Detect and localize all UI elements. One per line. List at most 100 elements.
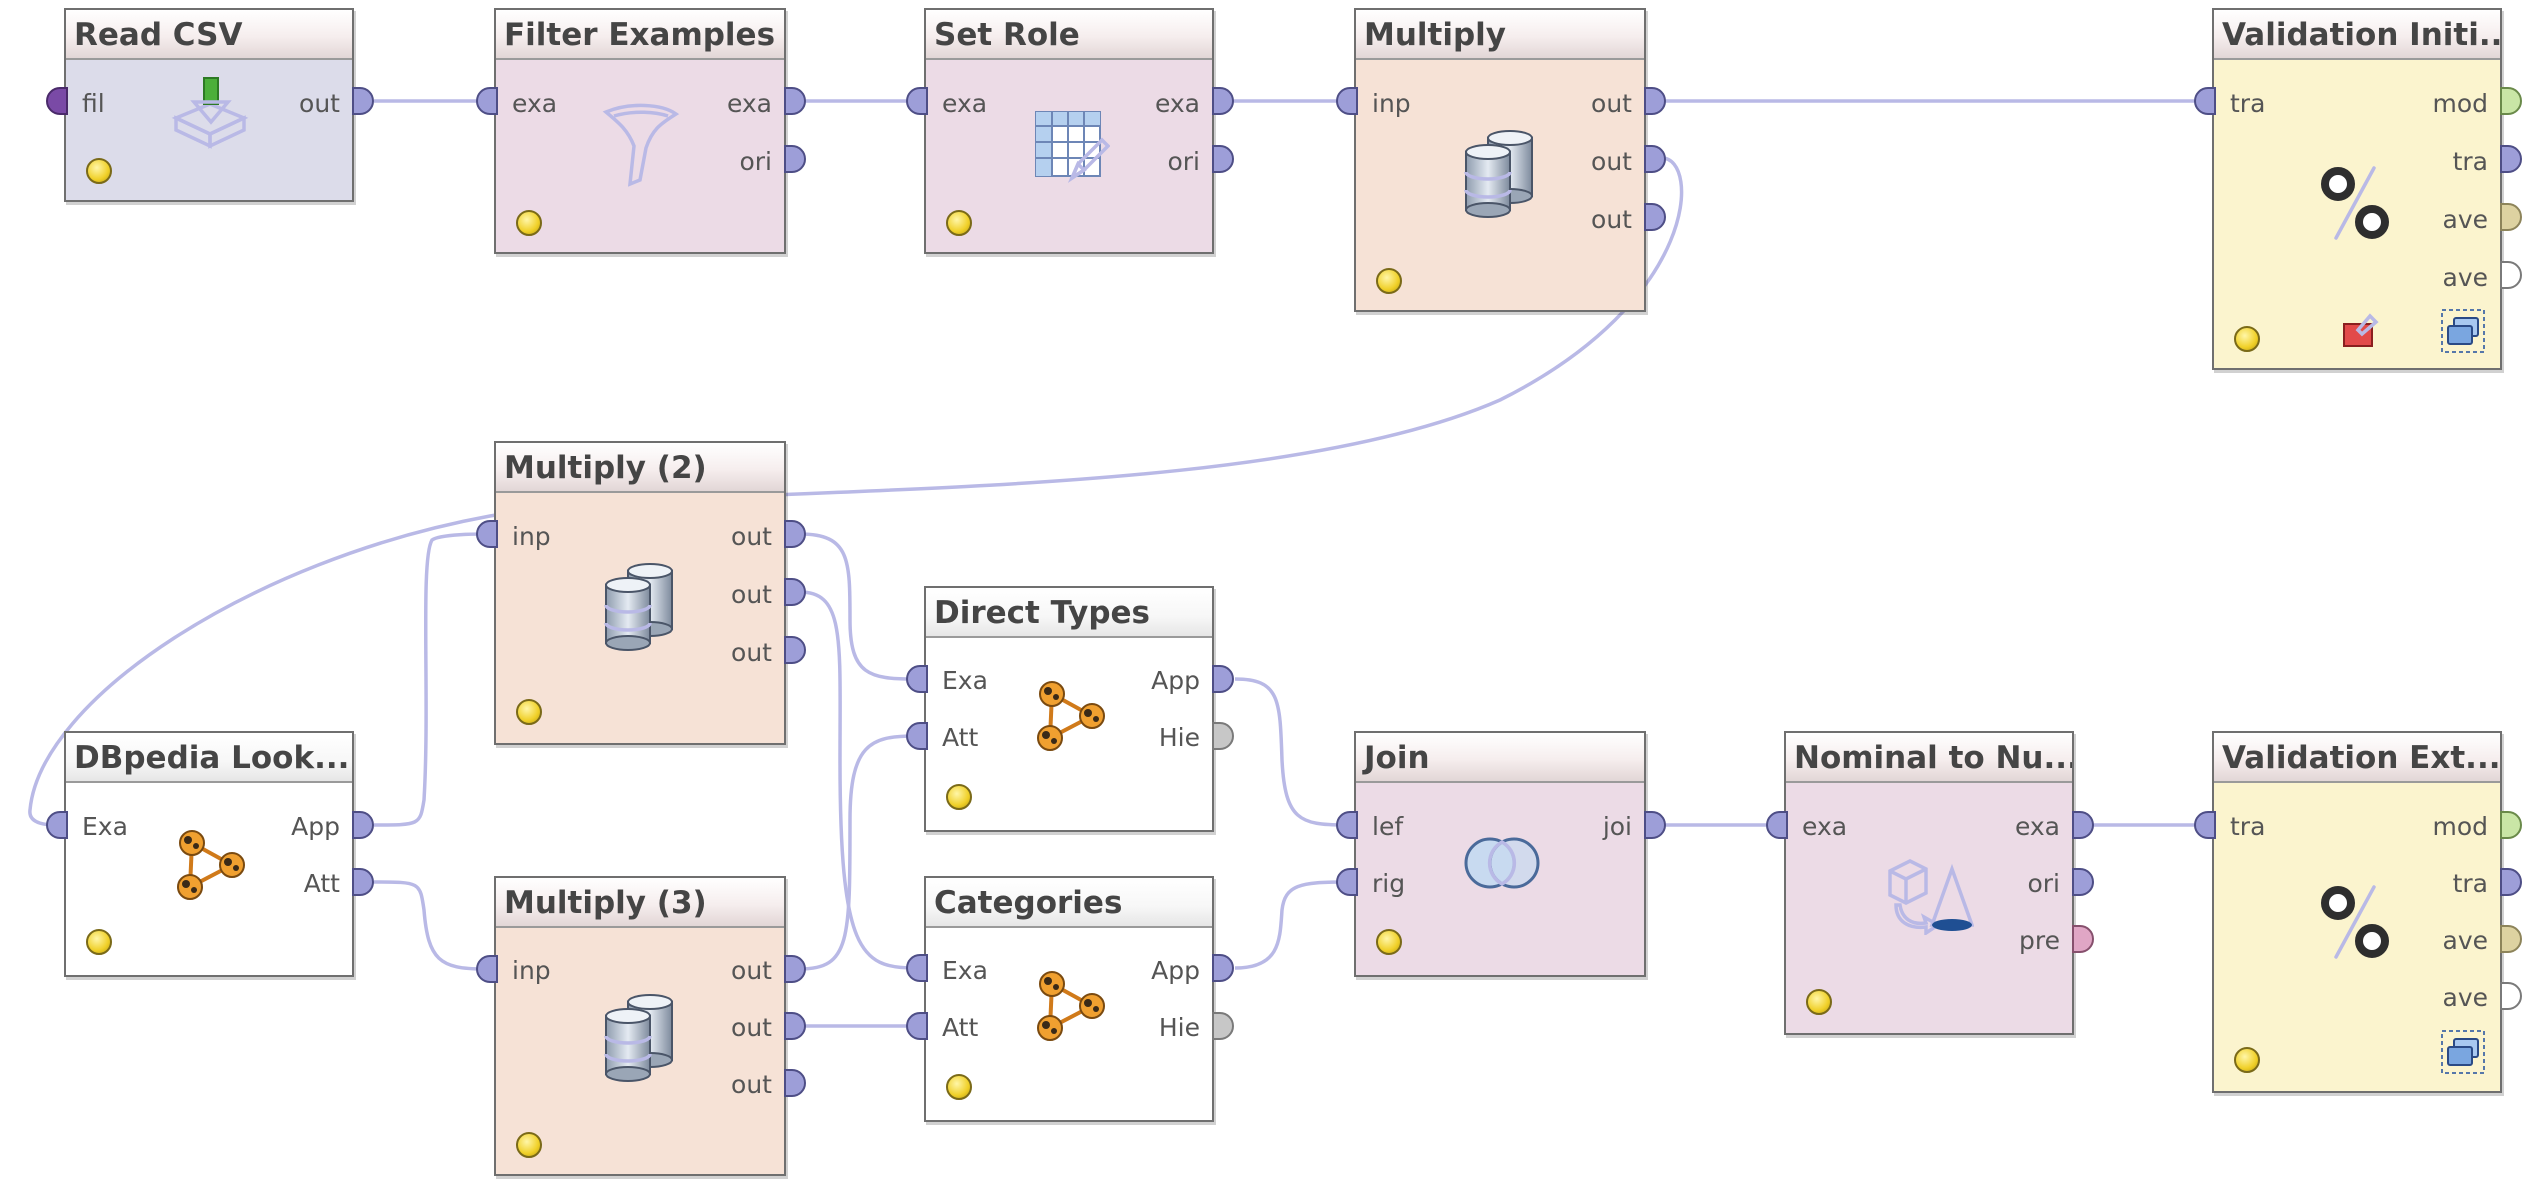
output-port-out-3[interactable]: [784, 636, 806, 664]
output-port-out-2[interactable]: [784, 578, 806, 606]
output-port-hie[interactable]: [1212, 1012, 1234, 1040]
input-port-tra[interactable]: [2194, 811, 2216, 839]
input-port-inp[interactable]: [476, 955, 498, 983]
output-port-exa[interactable]: [784, 87, 806, 115]
graph-nodes-icon: [1030, 676, 1110, 756]
operator-title: Read CSV: [66, 10, 352, 60]
output-port-ori[interactable]: [784, 145, 806, 173]
port-label-exa-out: exa: [726, 89, 772, 118]
port-label-out: out: [731, 580, 772, 609]
output-port-mod[interactable]: [2500, 87, 2522, 115]
input-port-exa[interactable]: [1766, 811, 1788, 839]
operator-multiply[interactable]: Multiply inp out out out: [1354, 8, 1646, 312]
output-port-out[interactable]: [352, 87, 374, 115]
output-port-mod[interactable]: [2500, 811, 2522, 839]
operator-set-role[interactable]: Set Role exa exa ori: [924, 8, 1214, 254]
subprocess-window-icon[interactable]: [2440, 308, 2486, 354]
output-port-tra[interactable]: [2500, 145, 2522, 173]
output-port-ori[interactable]: [2072, 868, 2094, 896]
operator-filter-examples[interactable]: Filter Examples exa exa ori: [494, 8, 786, 254]
port-label-exa: Exa: [942, 666, 988, 695]
wire-multiply2-directtypes-exa[interactable]: [799, 532, 915, 681]
port-label-att: Att: [942, 723, 979, 752]
output-port-out-2[interactable]: [1644, 145, 1666, 173]
input-port-lef[interactable]: [1336, 811, 1358, 839]
output-port-out-3[interactable]: [784, 1069, 806, 1097]
output-port-out-2[interactable]: [784, 1012, 806, 1040]
port-label-app: App: [1151, 956, 1200, 985]
input-port-att[interactable]: [906, 722, 928, 750]
operator-validation-initial[interactable]: Validation Initi... tra mod tra ave ave: [2212, 8, 2502, 370]
output-port-ave-1[interactable]: [2500, 203, 2522, 231]
status-indicator: [1376, 929, 1402, 955]
port-label-joi: joi: [1602, 812, 1632, 841]
port-label-tra: tra: [2452, 147, 2488, 176]
operator-read-csv[interactable]: Read CSV fil out: [64, 8, 354, 202]
output-port-pre[interactable]: [2072, 925, 2094, 953]
input-port-att[interactable]: [906, 1012, 928, 1040]
port-label-att: Att: [303, 869, 340, 898]
port-label-tra: tra: [2230, 89, 2266, 118]
input-port-inp[interactable]: [1336, 87, 1358, 115]
wire-directtypes-join-lef[interactable]: [1234, 677, 1346, 827]
database-stack-icon: [600, 563, 680, 653]
operator-title: DBpedia Look...: [66, 733, 352, 783]
output-port-app[interactable]: [1212, 665, 1234, 693]
operator-join[interactable]: Join lef rig joi: [1354, 731, 1646, 977]
operator-title: Direct Types: [926, 588, 1212, 638]
output-port-hie[interactable]: [1212, 722, 1234, 750]
operator-direct-types[interactable]: Direct Types Exa Att App Hie: [924, 586, 1214, 832]
status-indicator: [2234, 326, 2260, 352]
status-indicator: [516, 1132, 542, 1158]
status-indicator: [86, 929, 112, 955]
input-port-tra[interactable]: [2194, 87, 2216, 115]
input-port-exa[interactable]: [46, 811, 68, 839]
status-indicator: [1806, 989, 1832, 1015]
output-port-ave-2[interactable]: [2500, 982, 2522, 1010]
subprocess-export-icon[interactable]: [2340, 310, 2380, 350]
input-port-fil[interactable]: [46, 87, 68, 115]
output-port-out-1[interactable]: [784, 520, 806, 548]
graph-nodes-icon: [170, 825, 250, 905]
wire-dbpedia-multiply2[interactable]: [373, 532, 485, 827]
subprocess-window-icon[interactable]: [2440, 1029, 2486, 1075]
percent-icon: [2316, 160, 2396, 244]
input-port-inp[interactable]: [476, 520, 498, 548]
operator-multiply-2[interactable]: Multiply (2) inp out out out: [494, 441, 786, 745]
output-port-att[interactable]: [352, 868, 374, 896]
wire-multiply2-categories-exa[interactable]: [799, 590, 915, 970]
operator-title: Multiply (2): [496, 443, 784, 493]
input-port-exa[interactable]: [906, 954, 928, 982]
output-port-tra[interactable]: [2500, 868, 2522, 896]
output-port-out-3[interactable]: [1644, 203, 1666, 231]
output-port-out-1[interactable]: [784, 955, 806, 983]
operator-categories[interactable]: Categories Exa Att App Hie: [924, 876, 1214, 1122]
wire-multiply3-directtypes-att[interactable]: [799, 734, 915, 971]
wire-dbpedia-multiply3[interactable]: [373, 880, 485, 971]
input-port-exa[interactable]: [476, 87, 498, 115]
input-port-exa[interactable]: [906, 87, 928, 115]
input-port-rig[interactable]: [1336, 868, 1358, 896]
status-indicator: [946, 784, 972, 810]
output-port-exa[interactable]: [2072, 811, 2094, 839]
port-label-ori: ori: [739, 147, 772, 176]
wire-categories-join-rig[interactable]: [1234, 880, 1346, 970]
operator-title: Multiply: [1356, 10, 1644, 60]
port-label-out: out: [1591, 147, 1632, 176]
operator-validation-extended[interactable]: Validation Ext... tra mod tra ave ave: [2212, 731, 2502, 1093]
output-port-exa[interactable]: [1212, 87, 1234, 115]
output-port-ori[interactable]: [1212, 145, 1234, 173]
input-port-exa[interactable]: [906, 665, 928, 693]
status-indicator: [1376, 268, 1402, 294]
operator-dbpedia-lookup[interactable]: DBpedia Look... Exa App Att: [64, 731, 354, 977]
output-port-app[interactable]: [352, 811, 374, 839]
table-pencil-icon: [1032, 108, 1111, 186]
operator-multiply-3[interactable]: Multiply (3) inp out out out: [494, 876, 786, 1176]
output-port-ave-2[interactable]: [2500, 261, 2522, 289]
output-port-app[interactable]: [1212, 954, 1234, 982]
operator-nominal-to-numerical[interactable]: Nominal to Nu... exa exa ori pre: [1784, 731, 2074, 1035]
output-port-out-1[interactable]: [1644, 87, 1666, 115]
output-port-ave-1[interactable]: [2500, 925, 2522, 953]
output-port-joi[interactable]: [1644, 811, 1666, 839]
port-label-rig: rig: [1372, 869, 1406, 898]
